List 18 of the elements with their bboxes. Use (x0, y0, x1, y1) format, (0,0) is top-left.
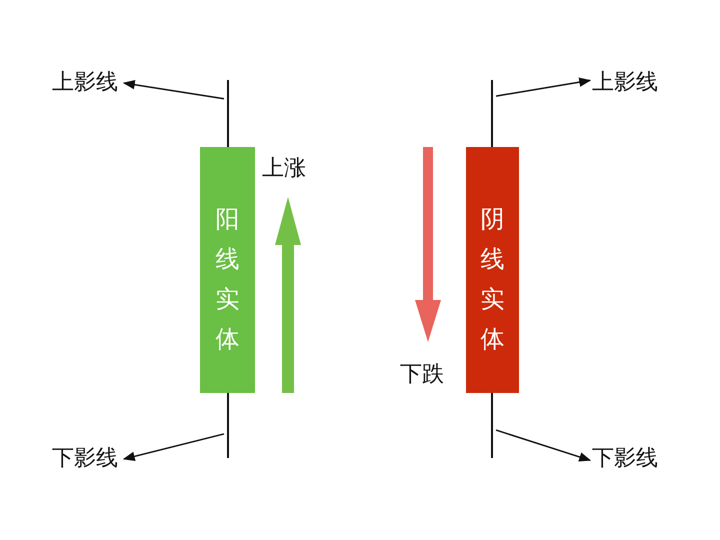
leader-line (122, 80, 224, 100)
candle-body (466, 147, 519, 393)
leader-line (496, 77, 592, 97)
shadow-label: 上影线 (592, 70, 662, 96)
wick-line (227, 80, 229, 147)
wick-line (491, 80, 493, 147)
leader-line (496, 429, 592, 462)
wick-line (227, 393, 229, 458)
trend-label: 下跌 (400, 362, 444, 388)
body-label: 阴线实体 (480, 204, 506, 355)
shadow-label: 下影线 (592, 446, 662, 472)
trend-label: 上涨 (262, 156, 306, 182)
wick-line (491, 393, 493, 458)
shadow-label: 上影线 (52, 70, 122, 96)
shadow-label: 下影线 (52, 446, 122, 472)
leader-line (122, 433, 224, 462)
body-label: 阳线实体 (214, 204, 240, 355)
candle-body (200, 147, 255, 393)
